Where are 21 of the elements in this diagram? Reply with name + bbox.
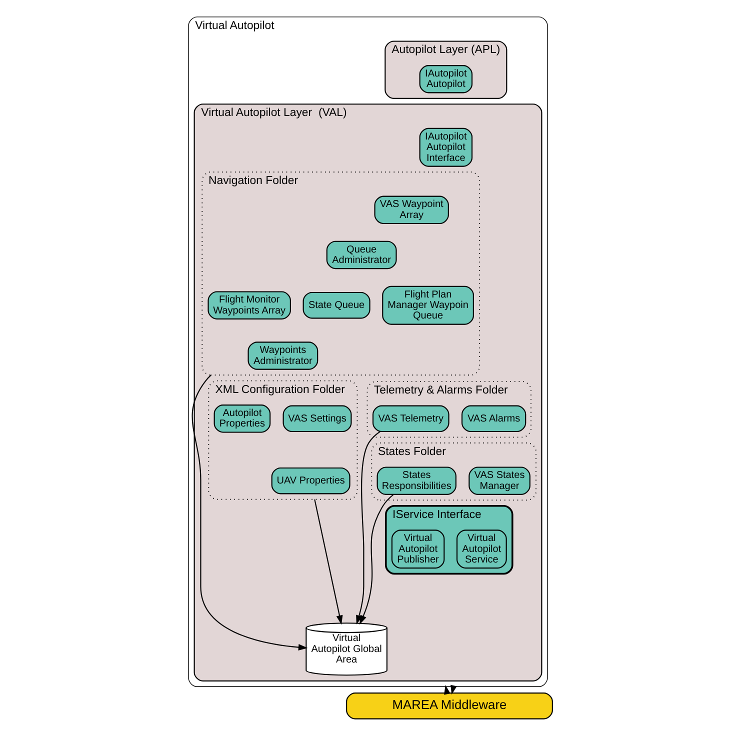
node-box: Autopilot Properties: [213, 404, 270, 433]
node-box: VAS Settings: [282, 405, 352, 432]
node-box: Flight Monitor Waypoints Array: [207, 291, 290, 320]
node-box: States Responsibilities: [376, 466, 456, 495]
node-box: VAS Waypoint Array: [374, 196, 448, 224]
node-box: Flight Plan Manager Waypoin Queue: [382, 286, 474, 325]
arrow: [314, 499, 342, 625]
node-box: Waypoints Administrator: [247, 342, 318, 370]
node-box: Virtual Autopilot Service: [456, 530, 506, 569]
arrow: [191, 374, 308, 651]
node-box: State Queue: [302, 292, 370, 319]
node-box: Virtual Autopilot Publisher: [390, 530, 444, 569]
node-box: VAS States Manager: [468, 466, 530, 495]
arrow: [359, 494, 394, 625]
arrow: [356, 431, 380, 625]
node-box: Queue Administrator: [326, 240, 396, 270]
node-box: VAS Alarms: [460, 405, 526, 432]
node-box: IAutopilot Autopilot: [418, 65, 472, 94]
node-box: VAS Telemetry: [372, 405, 449, 432]
node-box: UAV Properties: [270, 467, 350, 494]
node-box: IAutopilot Autopilot Interface: [418, 128, 472, 167]
